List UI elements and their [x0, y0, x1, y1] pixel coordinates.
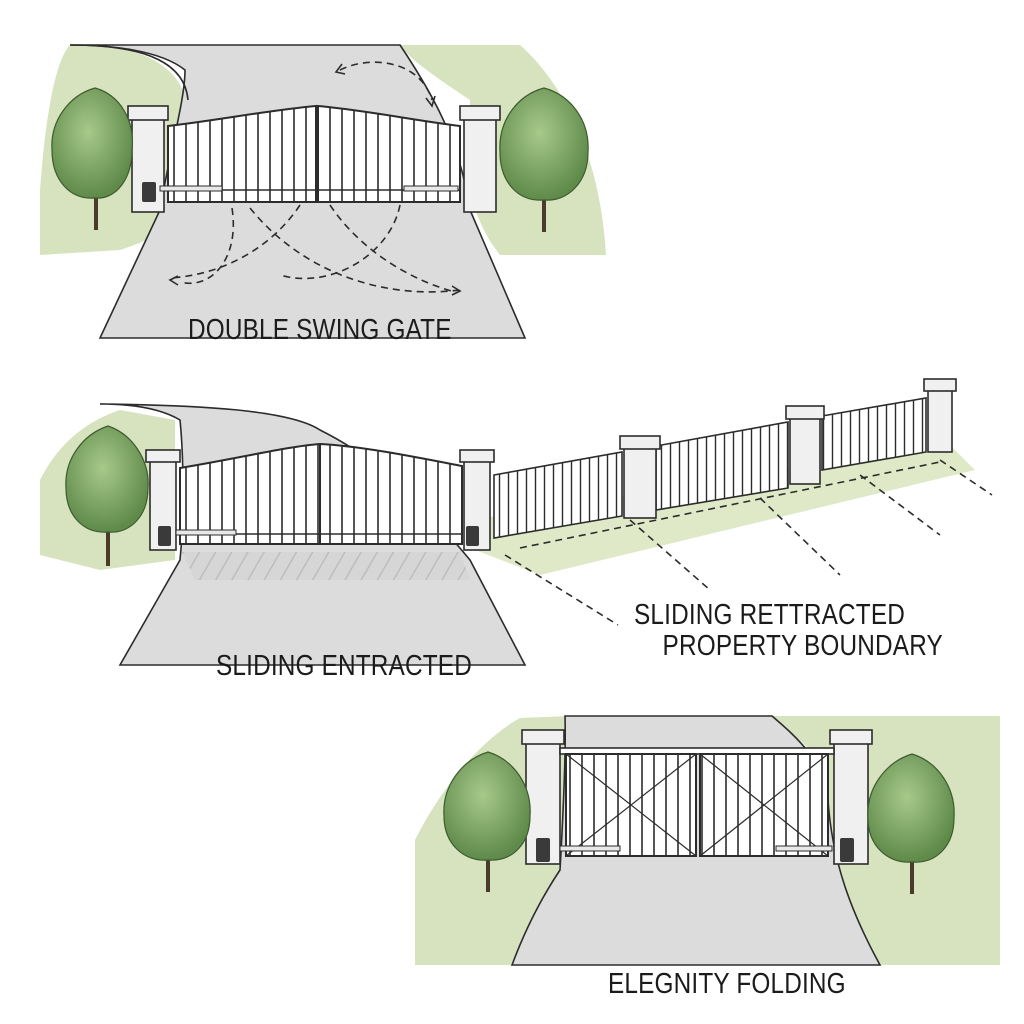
scene-folding [415, 715, 1000, 966]
motor-left-2 [158, 526, 171, 546]
label-boundary: SLIDING RETTRACTED PROPERTY BOUNDARY [634, 599, 943, 663]
label-sliding-entracted: SLIDING ENTRACTED [216, 650, 472, 682]
gate-leaf-left [167, 104, 317, 203]
boundary-grass-strip [470, 445, 975, 575]
gate-shadow [182, 552, 470, 580]
actuator-arm-right [403, 185, 459, 192]
swing-path-arrows [169, 61, 461, 293]
scene-sliding [40, 378, 993, 666]
pillar-left-2 [145, 449, 181, 551]
tree-left [51, 87, 133, 230]
motor-right-3 [840, 838, 854, 862]
label-sliding-retracted: SLIDING RETTRACTED [634, 599, 906, 631]
tree-right [499, 87, 589, 232]
tree-left-2 [65, 425, 149, 566]
fence-post-3 [923, 378, 957, 453]
motor-right-2 [466, 526, 479, 546]
boundary-dashed-lines [504, 459, 993, 626]
tree-right-3 [867, 753, 955, 894]
gate-leaf-right [317, 104, 461, 203]
pillar-left [127, 105, 169, 213]
label-folding: ELEGNITY FOLDING [608, 968, 846, 1000]
tree-left-3 [443, 751, 531, 892]
motor-left [142, 182, 156, 202]
pillar-right [459, 105, 501, 213]
label-double-swing-gate: DOUBLE SWING GATE [188, 314, 452, 346]
driveway-edge-left [69, 44, 189, 101]
fence-post-1 [619, 435, 661, 519]
arrowheads [168, 63, 462, 296]
scene-double-swing [40, 44, 606, 339]
folding-brace-lines [565, 753, 829, 857]
actuator-arm-left [159, 185, 223, 192]
label-property-boundary: PROPERTY BOUNDARY [662, 630, 943, 663]
fence-post-2 [785, 405, 825, 485]
boundary-fence [493, 378, 957, 539]
motor-left-3 [536, 838, 550, 862]
